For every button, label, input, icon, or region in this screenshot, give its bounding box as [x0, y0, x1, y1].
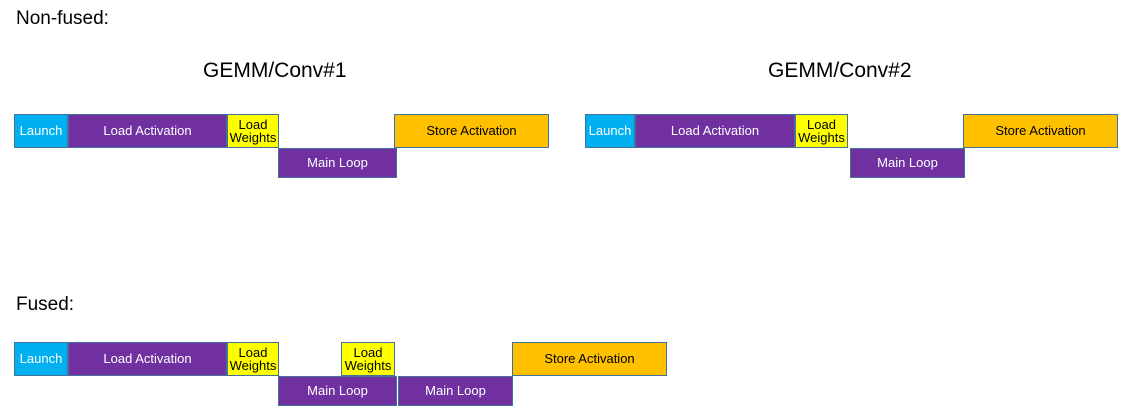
block-launch: Launch [14, 114, 68, 148]
block-launch: Launch [585, 114, 635, 148]
block-load-weights: Load Weights [227, 342, 279, 376]
block-main-loop: Main Loop [278, 148, 397, 178]
block-launch: Launch [14, 342, 68, 376]
block-main-loop: Main Loop [278, 376, 397, 406]
section-label-non-fused: Non-fused: [16, 8, 109, 29]
block-load-weights: Load Weights [227, 114, 279, 148]
block-store-activation: Store Activation [512, 342, 667, 376]
block-store-activation: Store Activation [394, 114, 549, 148]
block-main-loop: Main Loop [850, 148, 965, 178]
block-load-weights: Load Weights [795, 114, 848, 148]
block-main-loop: Main Loop [398, 376, 513, 406]
block-load-weights: Load Weights [341, 342, 395, 376]
block-load-activation: Load Activation [68, 114, 227, 148]
block-load-activation: Load Activation [68, 342, 227, 376]
block-load-activation: Load Activation [635, 114, 795, 148]
group-title-gemm-conv-1: GEMM/Conv#1 [203, 59, 347, 82]
section-label-fused: Fused: [16, 294, 75, 315]
group-title-gemm-conv-2: GEMM/Conv#2 [768, 59, 912, 82]
block-store-activation: Store Activation [963, 114, 1118, 148]
